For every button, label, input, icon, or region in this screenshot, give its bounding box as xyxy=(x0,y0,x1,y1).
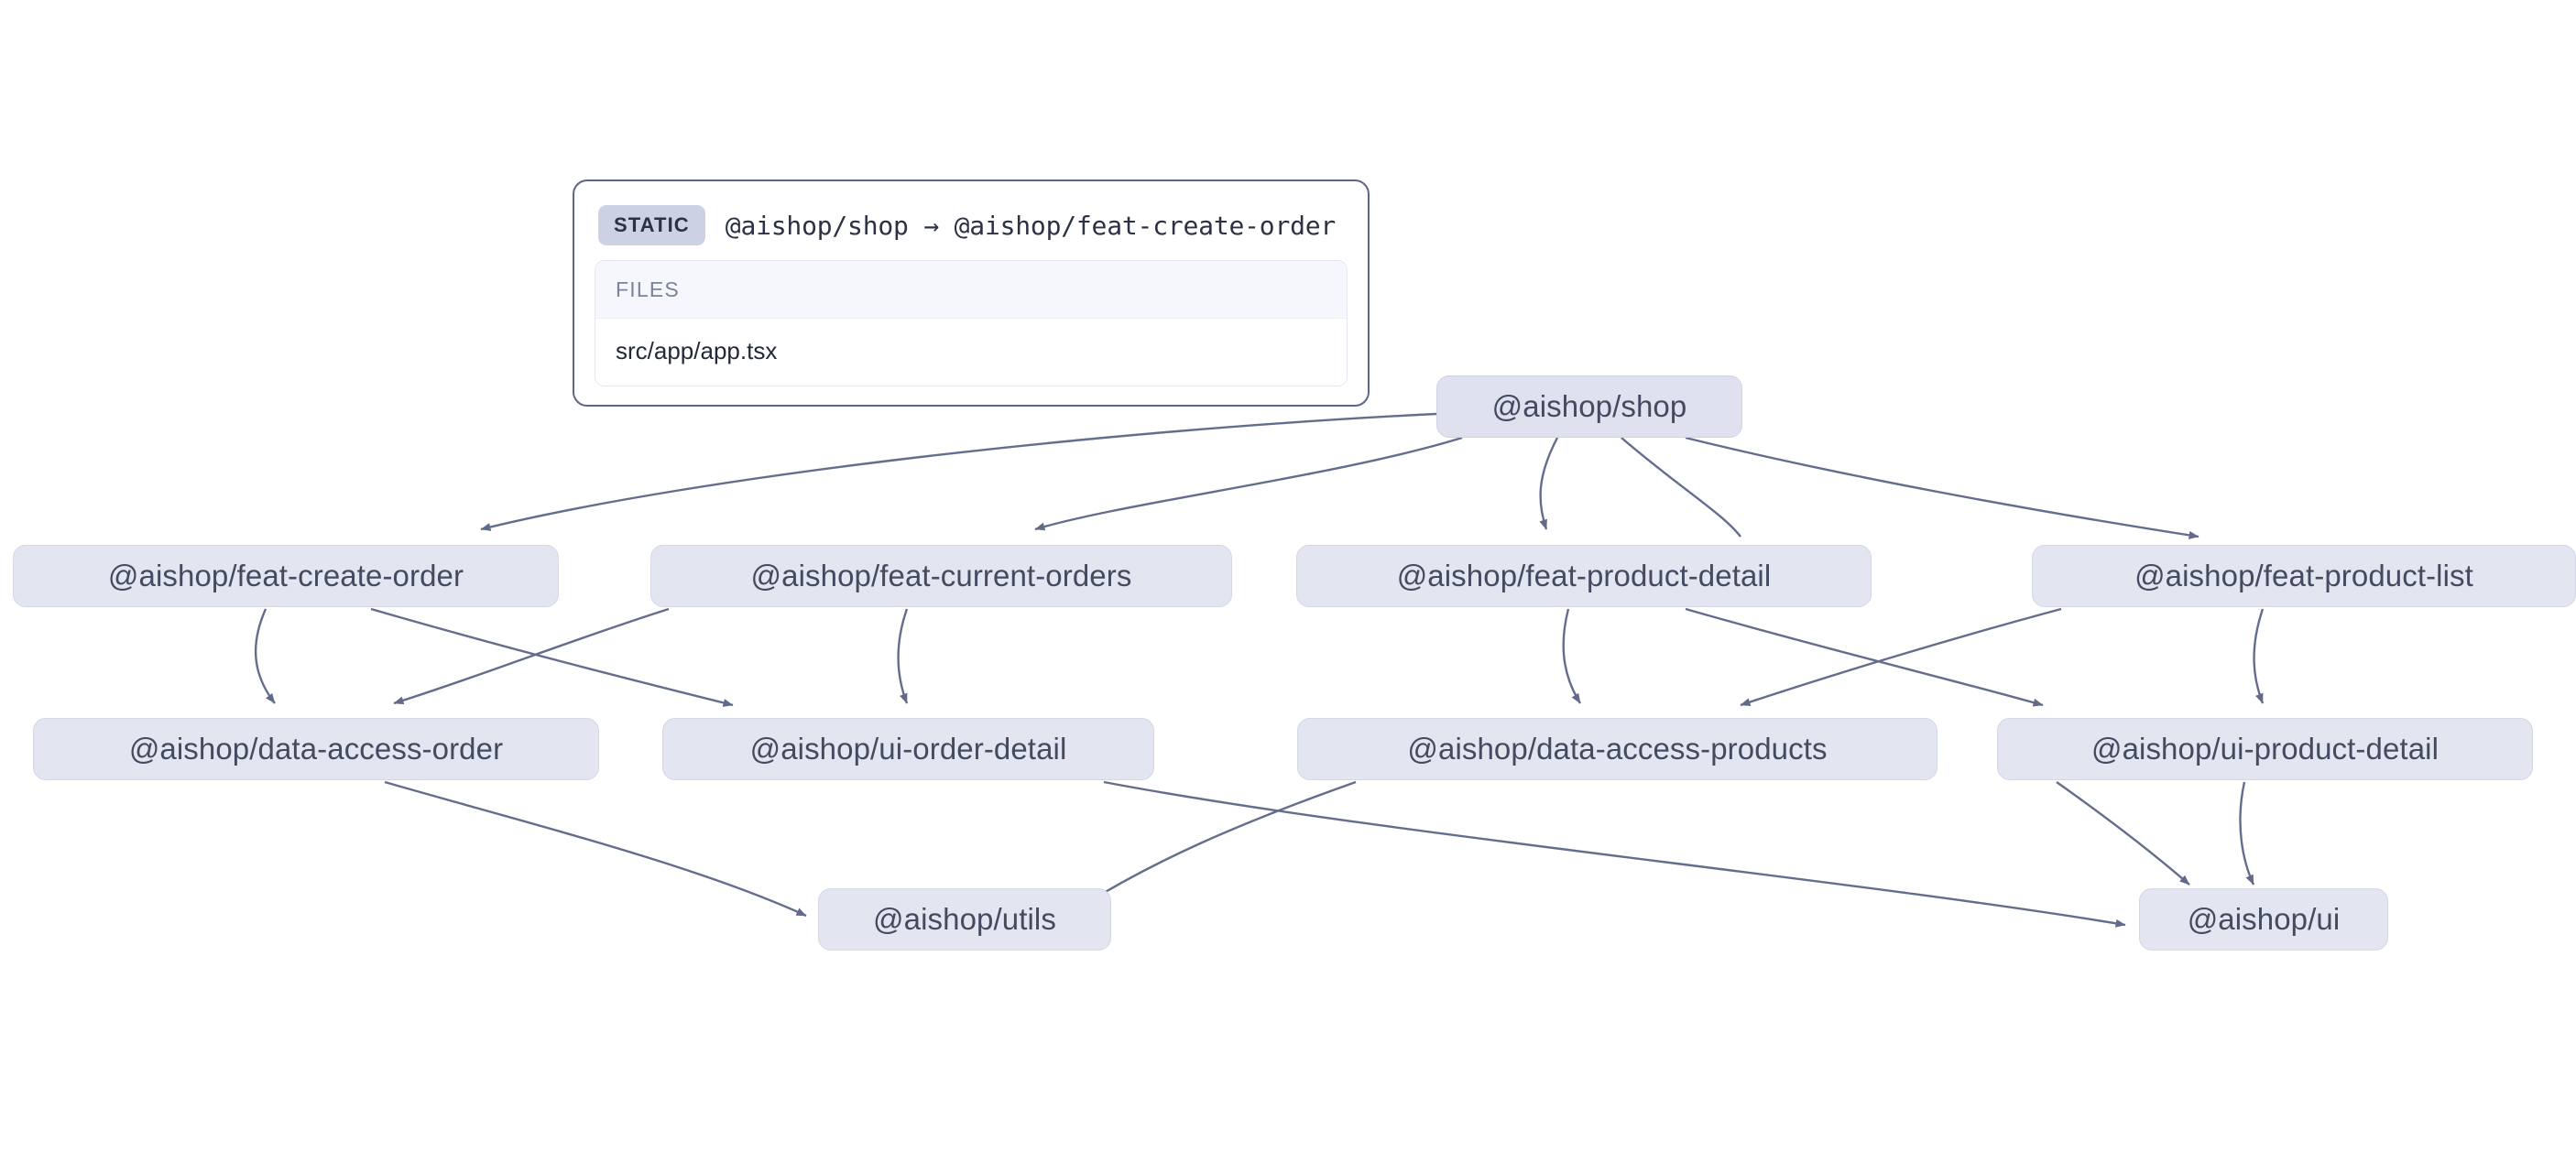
graph-node-label: @aishop/feat-product-list xyxy=(2134,559,2473,592)
edge-ui-order-detail-to-ui xyxy=(1103,780,2126,928)
edge-feat-product-list-to-ui-product-detail xyxy=(2253,608,2265,704)
dependency-detail-card[interactable]: STATIC @aishop/shop → @aishop/feat-creat… xyxy=(573,179,1370,407)
edge-ui-product-detail-to-ui xyxy=(2056,781,2190,886)
graph-node-label: @aishop/feat-product-detail xyxy=(1396,559,1772,592)
graph-node-shop[interactable]: @aishop/shop xyxy=(1436,375,1742,438)
detail-card-header: STATIC @aishop/shop → @aishop/feat-creat… xyxy=(595,198,1348,260)
graph-node-ui-order-detail[interactable]: @aishop/ui-order-detail xyxy=(662,718,1154,780)
edge-ui-product-detail-to-ui-b xyxy=(2239,781,2255,886)
graph-node-label: @aishop/ui-order-detail xyxy=(749,732,1067,766)
graph-edges xyxy=(254,412,2265,928)
graph-node-feat-current-orders[interactable]: @aishop/feat-current-orders xyxy=(650,545,1232,607)
edge-feat-product-list-to-data-access-products xyxy=(1740,607,2062,707)
file-row[interactable]: src/app/app.tsx xyxy=(595,319,1347,386)
files-panel: FILES src/app/app.tsx xyxy=(595,260,1348,386)
static-badge: STATIC xyxy=(598,205,705,245)
edge-shop-to-feat-product-list xyxy=(1685,436,2199,539)
graph-node-ui[interactable]: @aishop/ui xyxy=(2139,888,2388,951)
edge-feat-product-detail-to-data-access-products xyxy=(1562,608,1582,704)
edge-feat-current-orders-to-data-access-order xyxy=(393,607,670,705)
edge-shop-to-feat-product-detail-b xyxy=(1621,437,1741,538)
graph-node-data-access-order[interactable]: @aishop/data-access-order xyxy=(33,718,599,780)
graph-node-label: @aishop/shop xyxy=(1491,389,1687,423)
graph-node-label: @aishop/feat-create-order xyxy=(107,559,464,592)
edge-data-access-products-to-utils xyxy=(1080,780,1357,908)
graph-node-feat-product-detail[interactable]: @aishop/feat-product-detail xyxy=(1296,545,1872,607)
graph-node-label: @aishop/data-access-products xyxy=(1407,732,1828,766)
graph-node-ui-product-detail[interactable]: @aishop/ui-product-detail xyxy=(1997,718,2533,780)
graph-node-label: @aishop/utils xyxy=(873,902,1056,936)
graph-node-label: @aishop/ui-product-detail xyxy=(2090,732,2440,766)
graph-node-utils[interactable]: @aishop/utils xyxy=(818,888,1111,951)
edge-data-access-order-to-utils xyxy=(384,780,807,918)
graph-node-feat-create-order[interactable]: @aishop/feat-create-order xyxy=(13,545,559,607)
edge-feat-create-order-to-ui-order-detail xyxy=(370,607,734,707)
graph-node-label: @aishop/ui xyxy=(2187,902,2341,936)
dependency-title: @aishop/shop → @aishop/feat-create-order xyxy=(725,210,1337,241)
edge-feat-product-detail-to-ui-product-detail xyxy=(1685,607,2044,707)
files-list: src/app/app.tsx xyxy=(595,319,1347,386)
edge-shop-to-feat-current-orders xyxy=(1034,436,1463,531)
graph-node-feat-product-list[interactable]: @aishop/feat-product-list xyxy=(2032,545,2576,607)
graph-node-data-access-products[interactable]: @aishop/data-access-products xyxy=(1297,718,1937,780)
edge-feat-create-order-to-data-access-order xyxy=(254,608,276,704)
edge-feat-current-orders-to-ui-order-detail xyxy=(897,608,909,704)
files-section-header: FILES xyxy=(595,261,1347,319)
edge-shop-to-feat-create-order xyxy=(480,412,1437,531)
edge-shop-to-feat-product-detail xyxy=(1539,437,1559,530)
graph-node-label: @aishop/feat-current-orders xyxy=(750,559,1132,592)
graph-node-label: @aishop/data-access-order xyxy=(128,732,504,766)
